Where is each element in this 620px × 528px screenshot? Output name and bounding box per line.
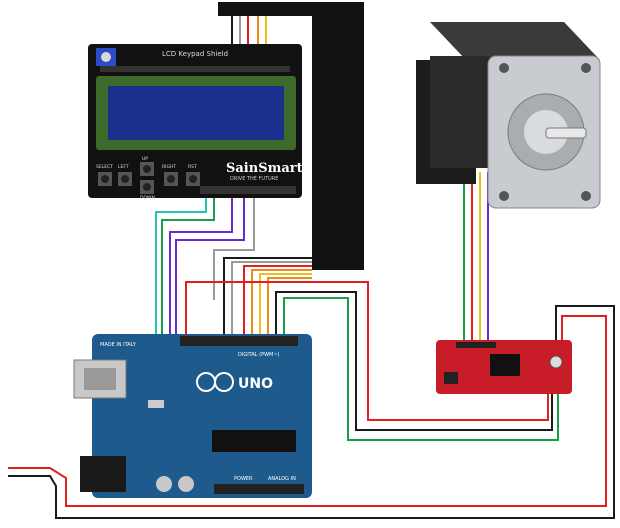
lcd-keypad-shield: LCD Keypad Shield SELECT LEFT UP DOWN RI… (88, 44, 303, 201)
motor-stack (430, 56, 490, 168)
lcd-title: LCD Keypad Shield (162, 50, 228, 58)
digital-header-label: DIGITAL (PWM~) (238, 352, 280, 358)
button-label-select: SELECT (96, 164, 113, 170)
wire-purple-lcd-arduino (169, 196, 233, 380)
wire-purple2-lcd-arduino (175, 196, 245, 374)
button-label-rst: RST (188, 164, 197, 170)
dc-jack (80, 456, 126, 492)
harness-top (218, 2, 364, 16)
lcd-screen (108, 86, 284, 140)
mount-hole-icon (581, 191, 591, 201)
arduino-uno: UNO MADE IN ITALY DIGITAL (PWM~) POWER A… (73, 334, 312, 498)
button-label-left: LEFT (118, 164, 129, 170)
keypad-buttons (98, 162, 200, 194)
driver-cap (444, 372, 458, 384)
driver-chip (490, 354, 520, 376)
uno-logo-icon (214, 372, 234, 392)
button-cap (167, 175, 175, 183)
wire-green-to-driver (283, 297, 559, 441)
wire-orange-harness (251, 269, 312, 340)
analog-header-label: ANALOG IN (268, 476, 296, 482)
motor-body-top (430, 22, 600, 60)
wires (8, 16, 615, 519)
lcd-header-pins-bottom (200, 186, 296, 194)
mount-hole-icon (499, 191, 509, 201)
wire-gray-harness (231, 261, 312, 340)
board-model: UNO (238, 376, 273, 392)
wire-green-lcd-arduino (161, 196, 215, 388)
brand-logo: SainSmart (226, 161, 303, 176)
button-cap (143, 183, 151, 191)
button-cap (101, 175, 109, 183)
stepper-driver (436, 340, 572, 394)
arduino-board (92, 334, 312, 498)
crystal (148, 400, 164, 408)
motor-shaft (545, 127, 587, 139)
button-cap (143, 165, 151, 173)
wire-red-power-in (8, 315, 607, 507)
usb-port-inner (84, 368, 116, 390)
digital-header (180, 336, 298, 346)
wire-gray-lcd-right (213, 196, 255, 300)
wire-orange2-harness (267, 277, 312, 340)
button-label-right: RIGHT (162, 164, 176, 170)
analog-header (214, 484, 304, 494)
button-label-down: DOWN (140, 195, 155, 201)
button-cap (189, 175, 197, 183)
driver-pot (549, 355, 563, 369)
made-in-label: MADE IN ITALY (100, 342, 137, 348)
potentiometer-knob (101, 52, 111, 62)
brand-slogan: DRIVE THE FUTURE (230, 176, 278, 182)
lcd-header-pins-top (100, 66, 290, 72)
harness-bar (312, 2, 364, 270)
capacitor (178, 476, 194, 492)
stepper-motor (416, 22, 601, 209)
button-label-up: UP (142, 156, 148, 162)
wire-yellow-harness (259, 273, 312, 340)
power-header-label: POWER (234, 476, 253, 482)
atmega-chip (212, 430, 296, 452)
wire-red-harness (243, 265, 312, 340)
wire-black-to-driver (275, 291, 553, 431)
driver-header (456, 342, 496, 348)
mount-hole-icon (581, 63, 591, 73)
capacitor (156, 476, 172, 492)
mount-hole-icon (499, 63, 509, 73)
button-cap (121, 175, 129, 183)
wire-black-power-in (8, 305, 615, 519)
wire-black-harness (223, 257, 312, 340)
wire-red-to-driver (185, 281, 549, 421)
